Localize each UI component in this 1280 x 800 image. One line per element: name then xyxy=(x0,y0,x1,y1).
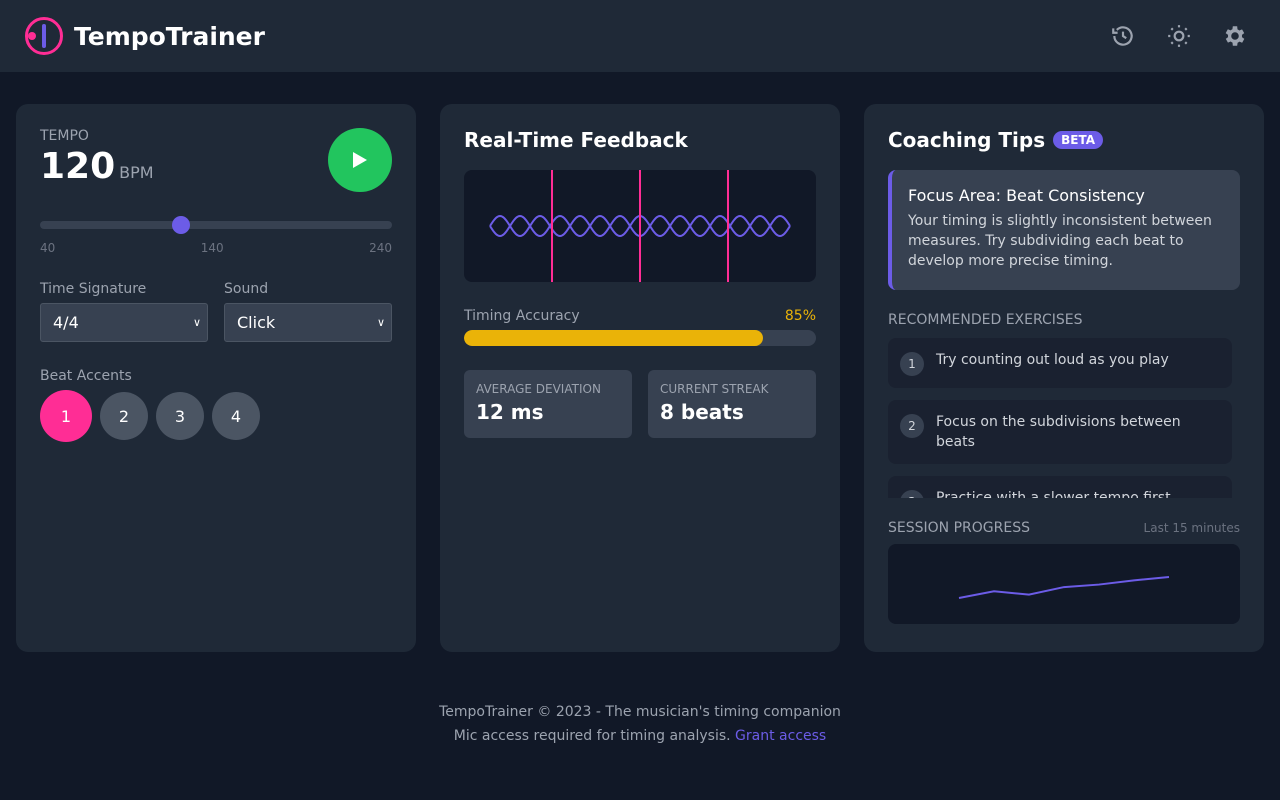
exercise-list[interactable]: 1 Try counting out loud as you play 2 Focu… xyxy=(888,338,1240,498)
beat-accents-label: Beat Accents xyxy=(40,368,132,384)
sound-select[interactable]: Click ∨ xyxy=(224,303,392,342)
stat-value: 12 ms xyxy=(476,400,544,424)
beta-badge: BETA xyxy=(1053,131,1103,149)
tempo-slider-thumb[interactable] xyxy=(171,216,190,234)
footer-mic-note: Mic access required for timing analysis. xyxy=(453,728,731,744)
sound-value: Click xyxy=(237,313,276,332)
footer-copyright: TempoTrainer © 2023 - The musician's tim… xyxy=(439,704,841,720)
exercise-number: 1 xyxy=(900,352,924,376)
beat-accent-2[interactable]: 2 xyxy=(100,392,148,440)
accuracy-value: 85% xyxy=(784,308,816,324)
focus-title: Focus Area: Beat Consistency xyxy=(908,186,1145,205)
grant-access-link[interactable]: Grant access xyxy=(735,728,827,744)
feedback-title: Real-Time Feedback xyxy=(464,128,688,152)
time-signature-select[interactable]: 4/4 ∨ xyxy=(40,303,208,342)
stat-average-deviation: AVERAGE DEVIATION 12 ms xyxy=(464,370,632,438)
exercise-text: Focus on the subdivisions between beats xyxy=(936,414,1181,450)
list-item[interactable]: 2 Focus on the subdivisions between beats xyxy=(888,400,1232,464)
list-item[interactable]: 3 Practice with a slower tempo first xyxy=(888,476,1232,498)
chevron-down-icon: ∨ xyxy=(192,316,201,329)
accuracy-bar xyxy=(464,330,816,346)
beat-marker xyxy=(639,170,641,282)
list-item[interactable]: 1 Try counting out loud as you play xyxy=(888,338,1232,388)
tempo-value: 120 xyxy=(40,146,116,187)
progress-line xyxy=(958,576,1170,599)
session-progress-range: Last 15 minutes xyxy=(1143,521,1240,535)
accuracy-label: Timing Accuracy xyxy=(464,308,580,324)
chevron-down-icon: ∨ xyxy=(376,316,385,329)
brand: TempoTrainer xyxy=(24,16,265,56)
time-signature-label: Time Signature xyxy=(40,281,147,297)
feedback-card: Real-Time Feedback Timing Accuracy 85% AV… xyxy=(440,104,840,652)
play-icon xyxy=(353,152,367,168)
exercise-text: Practice with a slower tempo first xyxy=(936,490,1171,498)
waveform-display xyxy=(464,170,816,282)
gear-icon[interactable] xyxy=(1222,23,1248,49)
app-header: TempoTrainer xyxy=(0,0,1280,72)
focus-area: Focus Area: Beat Consistency Your timing… xyxy=(888,170,1240,290)
history-icon[interactable] xyxy=(1110,23,1136,49)
beat-accent-1[interactable]: 1 xyxy=(40,390,92,442)
beat-accent-4[interactable]: 4 xyxy=(212,392,260,440)
logo-icon xyxy=(25,17,63,55)
coaching-card: Coaching Tips BETA Focus Area: Beat Consi… xyxy=(864,104,1264,652)
footer: TempoTrainer © 2023 - The musician's tim… xyxy=(0,700,1280,748)
exercise-text: Try counting out loud as you play xyxy=(936,352,1169,368)
stat-label: AVERAGE DEVIATION xyxy=(476,382,601,396)
tempo-label: TEMPO xyxy=(40,128,89,144)
stat-value: 8 beats xyxy=(660,400,744,424)
beat-accent-3[interactable]: 3 xyxy=(156,392,204,440)
stat-current-streak: CURRENT STREAK 8 beats xyxy=(648,370,816,438)
beat-marker xyxy=(727,170,729,282)
tempo-unit: BPM xyxy=(119,163,154,182)
app-title: TempoTrainer xyxy=(74,21,265,51)
coaching-title-text: Coaching Tips xyxy=(888,128,1046,152)
exercise-number: 2 xyxy=(900,414,924,438)
exercises-label: RECOMMENDED EXERCISES xyxy=(888,312,1083,328)
play-button[interactable] xyxy=(328,128,392,192)
beat-marker xyxy=(551,170,553,282)
exercise-number: 3 xyxy=(900,490,924,498)
focus-text: Your timing is slightly inconsistent bet… xyxy=(908,213,1212,269)
sun-icon[interactable] xyxy=(1166,23,1192,49)
time-signature-value: 4/4 xyxy=(53,313,79,332)
sound-label: Sound xyxy=(224,281,269,297)
coaching-title: Coaching Tips BETA xyxy=(888,128,1240,152)
tick-label: 40 xyxy=(40,241,56,255)
tick-label: 140 xyxy=(200,241,224,255)
session-progress-label: SESSION PROGRESS xyxy=(888,520,1030,536)
stat-label: CURRENT STREAK xyxy=(660,382,769,396)
accuracy-bar-fill xyxy=(464,330,764,346)
tick-label: 240 xyxy=(369,241,392,255)
session-progress-chart xyxy=(888,544,1240,624)
waveform xyxy=(489,170,791,282)
tempo-slider[interactable] xyxy=(40,216,392,234)
